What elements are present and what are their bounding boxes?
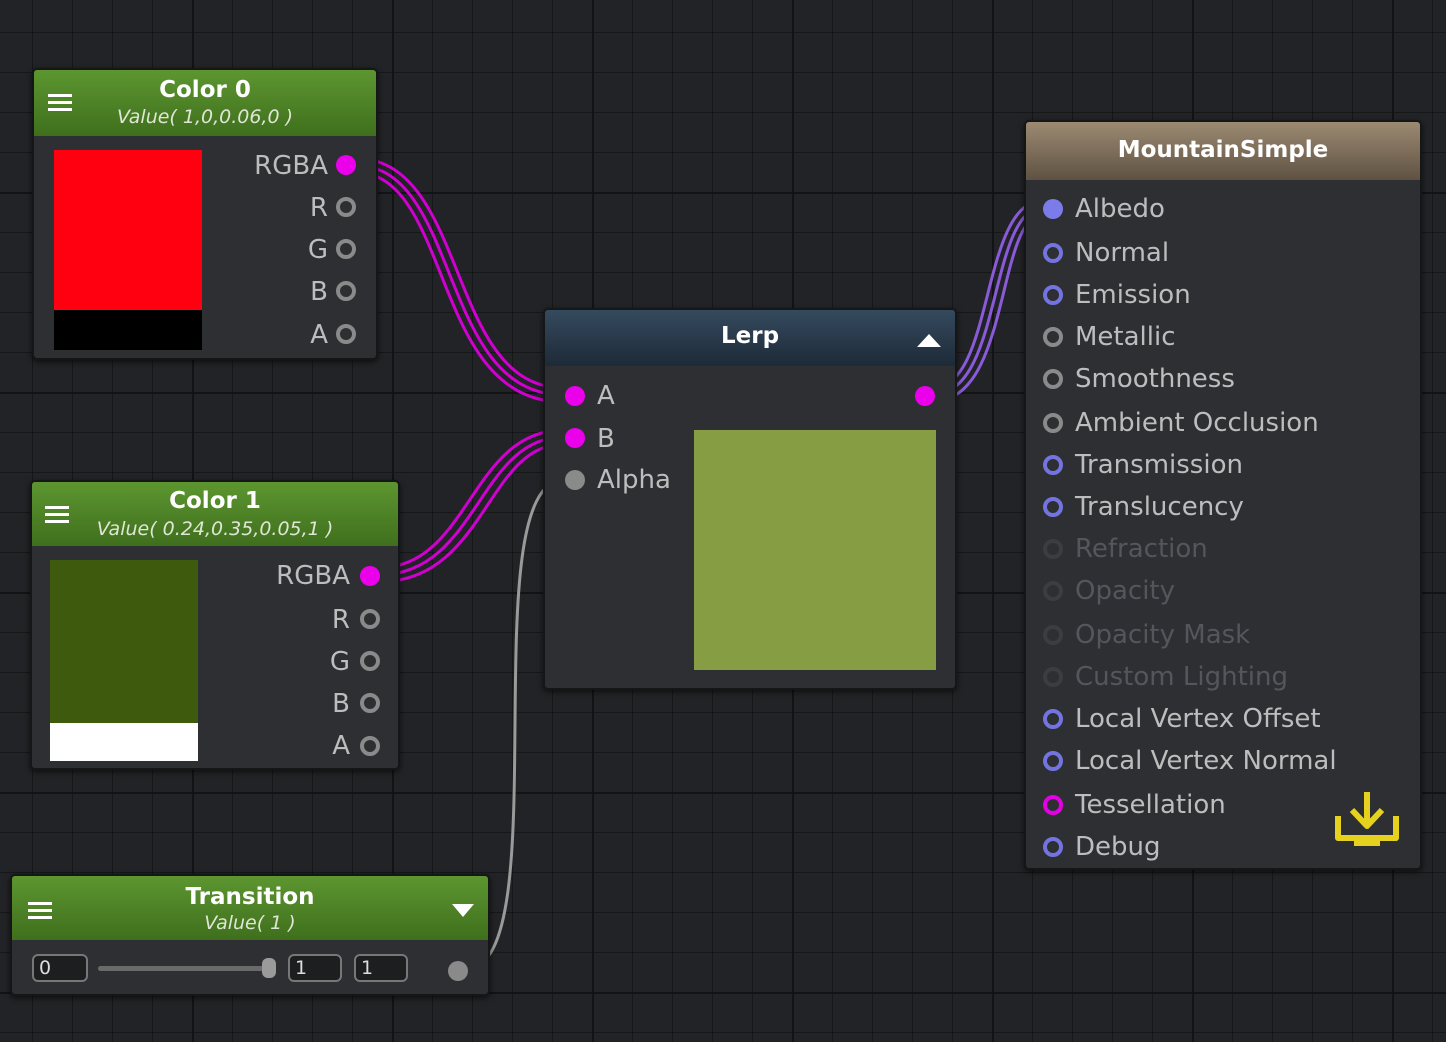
- master-input-transmission-label: Transmission: [1075, 450, 1243, 480]
- color0-output-b-label: B: [310, 277, 328, 307]
- lerp-header[interactable]: Lerp: [545, 310, 955, 366]
- lerp-node[interactable]: Lerp A B Alpha: [543, 308, 957, 690]
- color0-header[interactable]: Color 0 Value( 1,0,0.06,0 ): [34, 70, 376, 136]
- transition-slider-thumb[interactable]: [262, 958, 276, 978]
- color0-output-r-label: R: [309, 193, 328, 223]
- master-input-transmission-port[interactable]: [1043, 455, 1063, 475]
- master-input-custom-lighting-label: Custom Lighting: [1075, 662, 1288, 692]
- master-header[interactable]: MountainSimple: [1026, 122, 1420, 180]
- color1-title: Color 1: [169, 488, 261, 514]
- lerp-input-alpha-port[interactable]: [565, 470, 585, 490]
- color1-output-r-label: R: [331, 605, 350, 635]
- transition-header[interactable]: Transition Value( 1 ): [12, 876, 488, 940]
- master-input-debug-label: Debug: [1075, 832, 1161, 862]
- color1-node[interactable]: Color 1 Value( 0.24,0.35,0.05,1 ) RGBA R…: [30, 480, 400, 770]
- master-input-tessellation-label: Tessellation: [1075, 790, 1226, 820]
- color1-output-g-label: G: [329, 647, 350, 677]
- lerp-input-alpha-label: Alpha: [597, 465, 671, 495]
- color1-output-g-port[interactable]: [360, 651, 380, 671]
- wire-color0-to-lerp-a: [353, 156, 565, 404]
- color0-node[interactable]: Color 0 Value( 1,0,0.06,0 ) RGBA R G B A: [32, 68, 378, 360]
- triangle-up-icon[interactable]: [917, 334, 941, 347]
- transition-min-field[interactable]: 0: [32, 954, 88, 982]
- transition-output-port[interactable]: [448, 961, 468, 981]
- color1-output-rgba-port[interactable]: [360, 566, 380, 586]
- color1-output-b-port[interactable]: [360, 693, 380, 713]
- color0-output-rgba-port[interactable]: [336, 155, 356, 175]
- master-input-custom-lighting-port: [1043, 667, 1063, 687]
- color0-output-g-label: G: [307, 235, 328, 265]
- color0-swatch[interactable]: [54, 150, 202, 310]
- master-input-emission-port[interactable]: [1043, 285, 1063, 305]
- lerp-input-b-label: B: [597, 424, 615, 454]
- lerp-input-b-port[interactable]: [565, 428, 585, 448]
- transition-subtitle: Value( 1 ): [204, 912, 296, 934]
- hamburger-menu-icon[interactable]: [28, 902, 52, 920]
- wire-transition-to-alpha: [465, 478, 565, 971]
- color0-alpha-swatch: [54, 310, 202, 350]
- transition-node[interactable]: Transition Value( 1 ) 0 1 1: [10, 874, 490, 996]
- color0-title: Color 0: [159, 77, 251, 103]
- master-title: MountainSimple: [1117, 137, 1329, 163]
- color1-output-a-label: A: [332, 731, 350, 761]
- master-input-ambient-occlusion-port[interactable]: [1043, 413, 1063, 433]
- color0-output-b-port[interactable]: [336, 281, 356, 301]
- master-input-tessellation-port[interactable]: [1043, 795, 1063, 815]
- master-input-smoothness-label: Smoothness: [1075, 364, 1235, 394]
- master-input-translucency-label: Translucency: [1075, 492, 1244, 522]
- master-input-opacity-label: Opacity: [1075, 576, 1176, 606]
- transition-title: Transition: [185, 884, 315, 910]
- color1-swatch[interactable]: [50, 560, 198, 723]
- lerp-output-port[interactable]: [915, 386, 935, 406]
- color1-header[interactable]: Color 1 Value( 0.24,0.35,0.05,1 ): [32, 482, 398, 546]
- master-input-normal-label: Normal: [1075, 238, 1170, 268]
- master-input-albedo-label: Albedo: [1075, 194, 1165, 224]
- color1-output-rgba-label: RGBA: [276, 561, 350, 591]
- color0-output-a-label: A: [310, 320, 328, 350]
- hamburger-menu-icon[interactable]: [48, 94, 72, 112]
- master-input-translucency-port[interactable]: [1043, 497, 1063, 517]
- color0-output-rgba-label: RGBA: [254, 151, 328, 181]
- color1-output-a-port[interactable]: [360, 736, 380, 756]
- transition-slider-track[interactable]: [98, 966, 270, 971]
- transition-max-field[interactable]: 1: [354, 954, 408, 982]
- master-input-ambient-occlusion-label: Ambient Occlusion: [1075, 408, 1319, 438]
- master-input-local-vertex-offset-port[interactable]: [1043, 709, 1063, 729]
- color1-subtitle: Value( 0.24,0.35,0.05,1 ): [96, 518, 334, 540]
- color0-subtitle: Value( 1,0,0.06,0 ): [116, 106, 294, 128]
- master-input-emission-label: Emission: [1075, 280, 1191, 310]
- color1-output-b-label: B: [332, 689, 350, 719]
- color1-alpha-swatch: [50, 723, 198, 761]
- color0-output-g-port[interactable]: [336, 239, 356, 259]
- hamburger-menu-icon[interactable]: [45, 506, 69, 524]
- master-input-refraction-port: [1043, 539, 1063, 559]
- master-input-smoothness-port[interactable]: [1043, 369, 1063, 389]
- lerp-input-a-label: A: [597, 381, 615, 411]
- color0-output-r-port[interactable]: [336, 197, 356, 217]
- color0-output-a-port[interactable]: [336, 324, 356, 344]
- master-input-debug-port[interactable]: [1043, 837, 1063, 857]
- master-input-refraction-label: Refraction: [1075, 534, 1208, 564]
- wire-color1-to-lerp-b: [377, 428, 565, 584]
- master-input-local-vertex-normal-label: Local Vertex Normal: [1075, 746, 1337, 776]
- lerp-input-a-port[interactable]: [565, 386, 585, 406]
- master-input-opacity-port: [1043, 581, 1063, 601]
- lerp-preview: [694, 430, 936, 670]
- transition-value-field[interactable]: 1: [288, 954, 342, 982]
- master-input-opacity-mask-port: [1043, 625, 1063, 645]
- master-input-normal-port[interactable]: [1043, 243, 1063, 263]
- lerp-title: Lerp: [720, 323, 780, 349]
- master-input-metallic-port[interactable]: [1043, 327, 1063, 347]
- triangle-down-icon[interactable]: [452, 904, 474, 917]
- master-input-albedo-port[interactable]: [1043, 199, 1063, 219]
- master-input-opacity-mask-label: Opacity Mask: [1075, 620, 1251, 650]
- master-input-metallic-label: Metallic: [1075, 322, 1176, 352]
- master-input-local-vertex-normal-port[interactable]: [1043, 751, 1063, 771]
- master-input-local-vertex-offset-label: Local Vertex Offset: [1075, 704, 1321, 734]
- color1-output-r-port[interactable]: [360, 609, 380, 629]
- download-tray-icon[interactable]: [1332, 786, 1402, 850]
